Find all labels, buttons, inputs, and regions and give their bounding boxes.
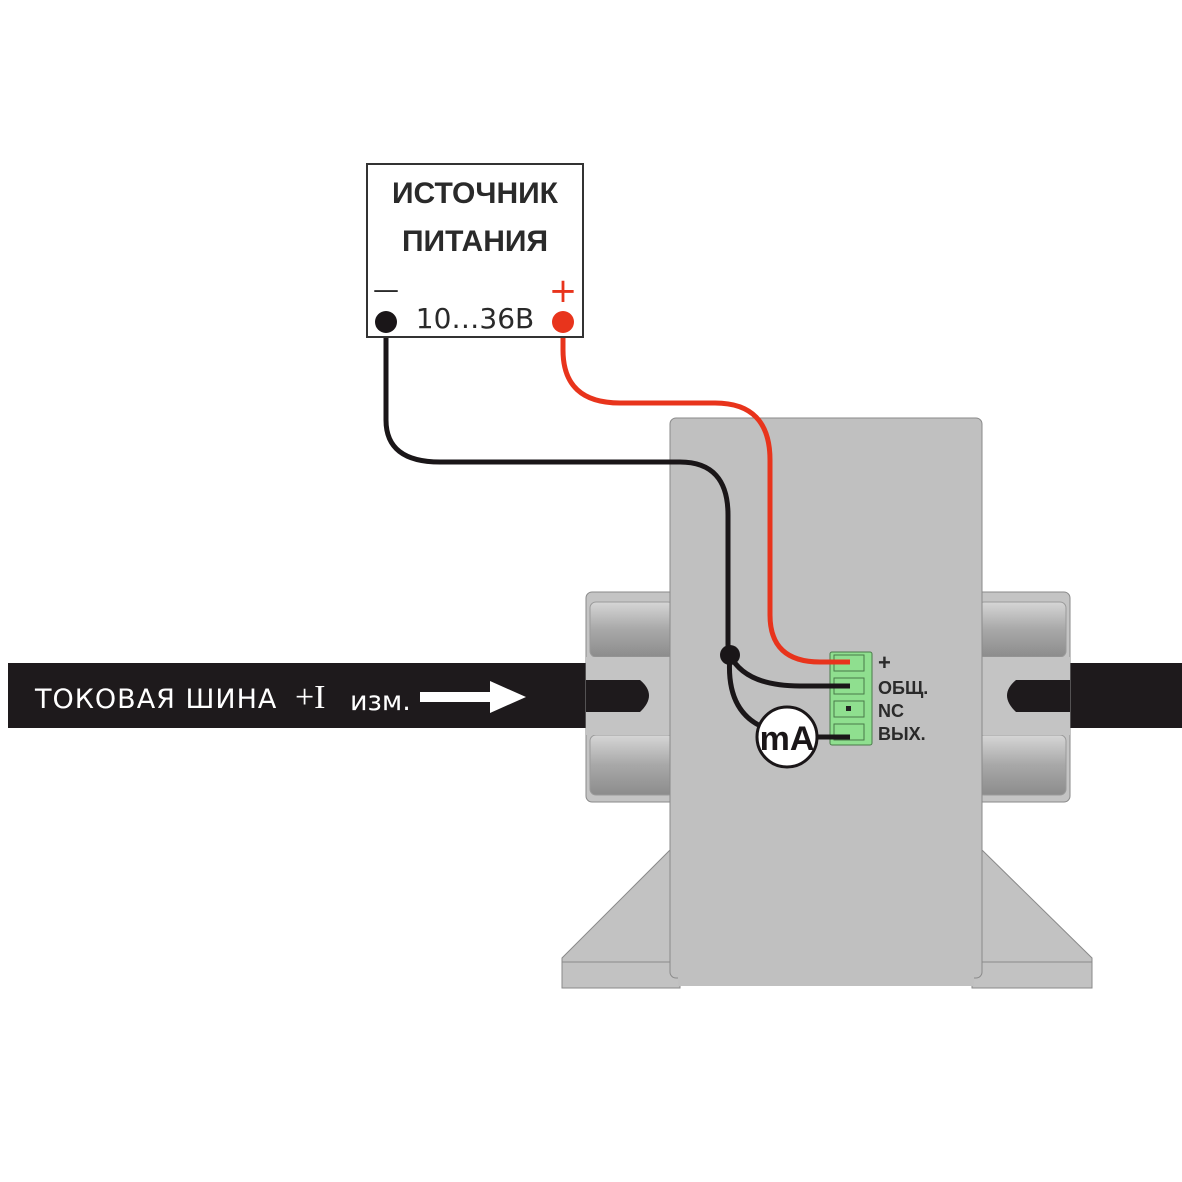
power-supply-title-2: ПИТАНИЯ [402,225,548,258]
sensor-left-core [585,591,677,803]
positive-terminal [552,311,574,333]
terminal-label-common: ОБЩ. [878,678,928,698]
bus-label: ТОКОВАЯ ШИНА [34,684,277,715]
minus-label: — [373,275,399,305]
milliammeter: mA [755,705,819,769]
current-suffix: изм. [350,686,411,717]
plus-label: + [549,271,578,311]
power-supply: ИСТОЧНИК ПИТАНИЯ — + 10…36В [366,163,584,338]
wire-negative [383,322,731,655]
terminal-label-output: ВЫХ. [878,724,926,744]
wire-meter-in [726,654,766,731]
mounting-foot-left [561,849,681,989]
terminal-block [829,651,873,746]
voltage-label: 10…36В [416,302,534,335]
power-supply-title-1: ИСТОЧНИК [392,177,559,210]
meter-label: mA [760,720,815,758]
current-direction-arrow-icon [420,681,526,713]
current-symbol: +I [295,679,326,716]
terminal-label-nc: NC [878,701,904,721]
junction-dot [720,645,740,665]
terminal-label-plus: + [878,650,891,675]
sensor-right-core [975,591,1071,803]
wire-positive [560,322,850,665]
mounting-foot-right [971,849,1093,989]
negative-terminal [375,311,397,333]
